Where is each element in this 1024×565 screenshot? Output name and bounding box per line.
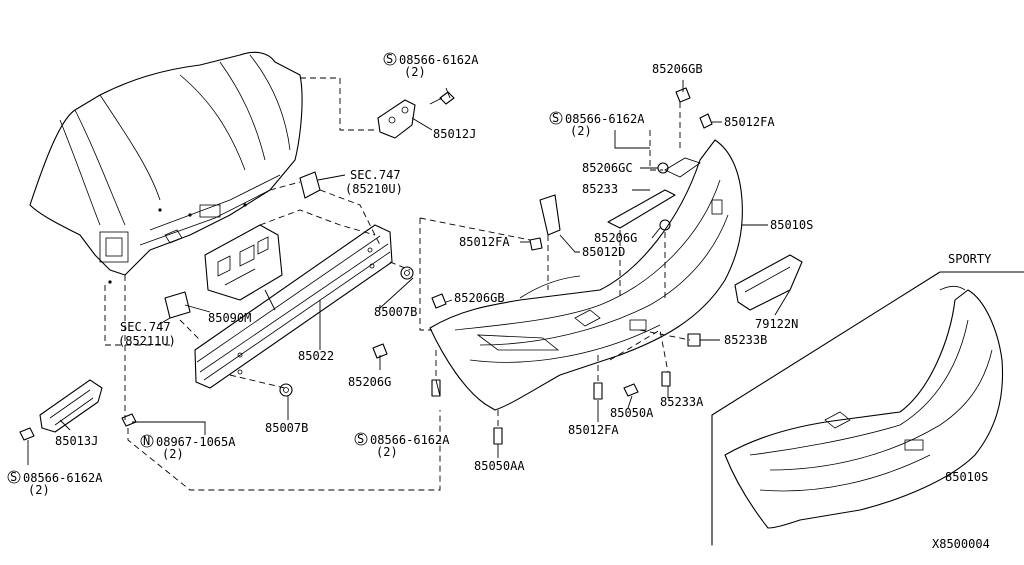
clip-85206gc <box>657 162 669 174</box>
clip-85206g-left <box>372 343 388 359</box>
clip-85206gb-mid <box>431 293 447 309</box>
callout-85233: 85233 <box>582 182 618 196</box>
callout-08566-6162a-top: S 08566-6162A (2) <box>383 52 479 79</box>
callout-text: S <box>386 52 393 66</box>
callout-85090m: 85090M <box>208 311 251 325</box>
callout-85012fa-low: 85012FA <box>568 423 619 437</box>
stay-85012j <box>377 99 416 139</box>
callout-sec-747-85210u: SEC.747 (85210U) <box>345 168 403 196</box>
callout-85022: 85022 <box>298 349 334 363</box>
callout-text: S <box>357 432 364 446</box>
callout-text: (2) <box>376 445 398 459</box>
callout-text: (2) <box>28 483 50 497</box>
callout-85206g-right: 85206G <box>594 231 637 245</box>
callout-text: 08566-6162A <box>565 112 645 126</box>
callout-text: (85210U) <box>345 182 403 196</box>
bracket-85210u <box>299 171 321 199</box>
callout-text: S <box>552 111 559 125</box>
callout-text: (2) <box>404 65 426 79</box>
side-reinforcement-79122n <box>734 254 803 311</box>
callout-text: (2) <box>570 124 592 138</box>
clip-85012fa-low <box>593 382 603 400</box>
callout-85010s-inset: 85010S <box>945 470 988 484</box>
callout-text: N <box>143 434 150 448</box>
body-panel <box>29 51 303 284</box>
callout-85013j: 85013J <box>55 434 98 448</box>
callout-85007b-upper: 85007B <box>374 305 417 319</box>
callout-text: SEC.747 <box>350 168 401 182</box>
clip-85007b-lower <box>279 383 293 397</box>
callout-85007b-lower: 85007B <box>265 421 308 435</box>
callout-85012j: 85012J <box>433 127 476 141</box>
callout-labels: S 08566-6162A (2) 85012J SEC.747 (85210U… <box>7 52 992 551</box>
callout-08566-6162a-bottom-left: S 08566-6162A (2) <box>7 470 103 497</box>
callout-85206g-left: 85206G <box>348 375 391 389</box>
callout-85233a: 85233A <box>660 395 704 409</box>
callout-text: 08566-6162A <box>370 433 450 447</box>
callout-85012fa-mid: 85012FA <box>459 235 510 249</box>
bracket-85211u <box>164 291 191 319</box>
callout-85012fa-top: 85012FA <box>724 115 775 129</box>
leader-lines <box>27 80 791 465</box>
callout-08566-6162a-right: S 08566-6162A (2) <box>549 111 645 138</box>
callout-85050a: 85050A <box>610 406 654 420</box>
energy-absorber <box>204 224 283 301</box>
callout-79122n: 79122N <box>755 317 798 331</box>
screw-left-lower <box>431 379 441 397</box>
bumper-reinforcement <box>194 224 393 389</box>
diagram-id: X8500004 <box>932 537 990 551</box>
bracket-85233 <box>607 189 676 229</box>
callout-sec-747-85211u: SEC.747 (85211U) <box>118 320 176 348</box>
callout-85010s-main: 85010S <box>770 218 813 232</box>
callout-08967-1065a: N 08967-1065A (2) <box>140 434 236 461</box>
clip-85007b-upper <box>400 266 414 280</box>
screw-85050a <box>623 383 639 397</box>
side-bracket-85013j <box>39 379 103 433</box>
screw-85050aa <box>493 427 503 445</box>
callout-text: 08566-6162A <box>23 471 103 485</box>
callout-text: SEC.747 <box>120 320 171 334</box>
callout-85206gc: 85206GC <box>582 161 633 175</box>
inset-label-sporty: SPORTY <box>948 252 992 266</box>
sporty-inset <box>711 271 1024 546</box>
bolt-icon <box>429 91 455 105</box>
clip-85012fa-mid <box>529 237 543 251</box>
callout-08566-6162a-bottom-mid: S 08566-6162A (2) <box>354 432 450 459</box>
clip-85012fa-top <box>699 113 713 129</box>
callout-85206gb-mid: 85206GB <box>454 291 505 305</box>
callout-85012d: 85012D <box>582 245 625 259</box>
callout-text: S <box>10 470 17 484</box>
callout-text: (85211U) <box>118 334 176 348</box>
callout-text: (2) <box>162 447 184 461</box>
nut-icon <box>121 413 137 427</box>
callout-text: 08566-6162A <box>399 53 479 67</box>
assembly-lines <box>104 77 691 491</box>
bumper-fascia <box>429 139 743 411</box>
callout-85050aa: 85050AA <box>474 459 525 473</box>
fastener-85233a <box>661 371 671 387</box>
callout-85233b: 85233B <box>724 333 767 347</box>
screw-icon <box>19 427 35 441</box>
callout-text: 08967-1065A <box>156 435 236 449</box>
clip-85206g-right <box>659 219 671 231</box>
bracket-85012d <box>539 194 561 236</box>
callout-85206gb-top: 85206GB <box>652 62 703 76</box>
